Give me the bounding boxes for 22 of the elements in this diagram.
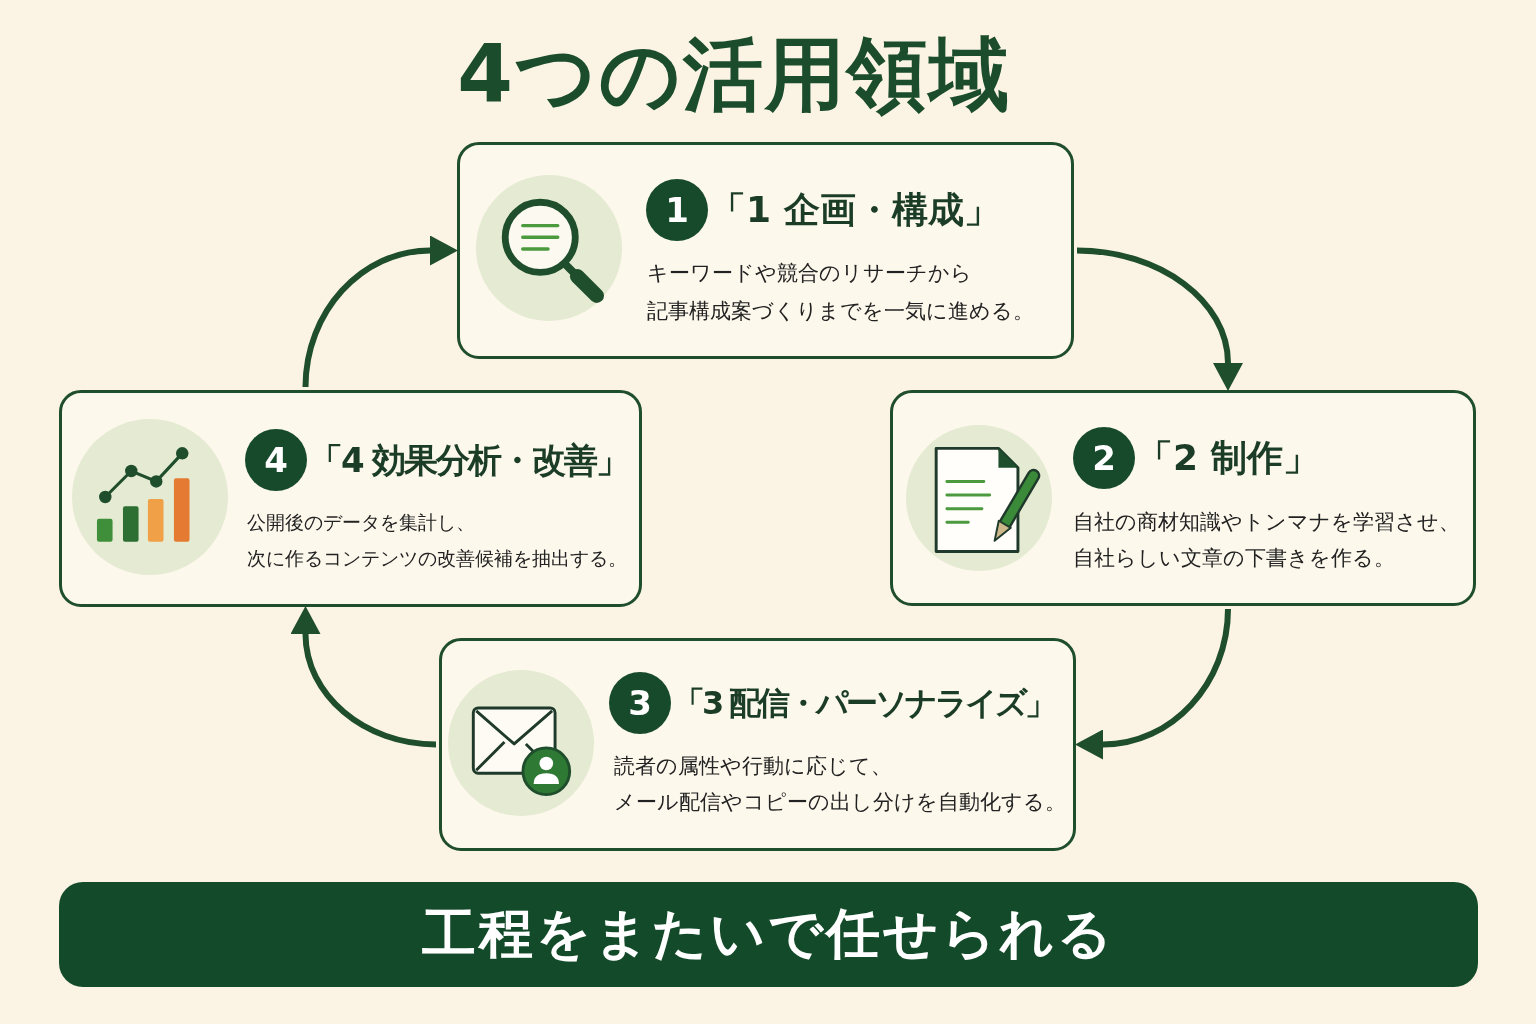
card: [439, 638, 1076, 851]
description: キーワードや競合のリサーチから記事構成案づくりまでを一気に進める。: [647, 260, 1034, 325]
title: 4つの活用領域: [456, 27, 1012, 123]
arrow: [1075, 608, 1231, 760]
number-badge: 3: [609, 672, 671, 734]
card: [890, 390, 1476, 606]
card: [457, 142, 1074, 359]
number-badge: 4: [245, 429, 307, 491]
description: 読者の属性や行動に応じて、メール配信やコピーの出し分けを自動化する。: [614, 753, 1066, 816]
banner: 工程をまたいで任せられる: [59, 882, 1478, 987]
number-badge: 1: [646, 179, 708, 241]
heading: 「3 配信・パーソナライズ」: [673, 683, 1055, 724]
number-badge: 2: [1073, 427, 1135, 489]
arrow: [302, 235, 458, 388]
heading: 「1 企画・構成」: [710, 188, 1000, 232]
card: [59, 390, 642, 607]
description: 自社の商材知識やトンマナを学習させ、自社らしい文章の下書きを作る。: [1073, 509, 1460, 572]
arrow: [1076, 247, 1243, 391]
heading: 「2 制作」: [1137, 436, 1319, 480]
description: 公開後のデータを集計し、次に作るコンテンツの改善候補を抽出する。: [247, 510, 627, 571]
arrow: [290, 606, 437, 748]
heading: 「4 効果分析・改善」: [309, 439, 629, 482]
